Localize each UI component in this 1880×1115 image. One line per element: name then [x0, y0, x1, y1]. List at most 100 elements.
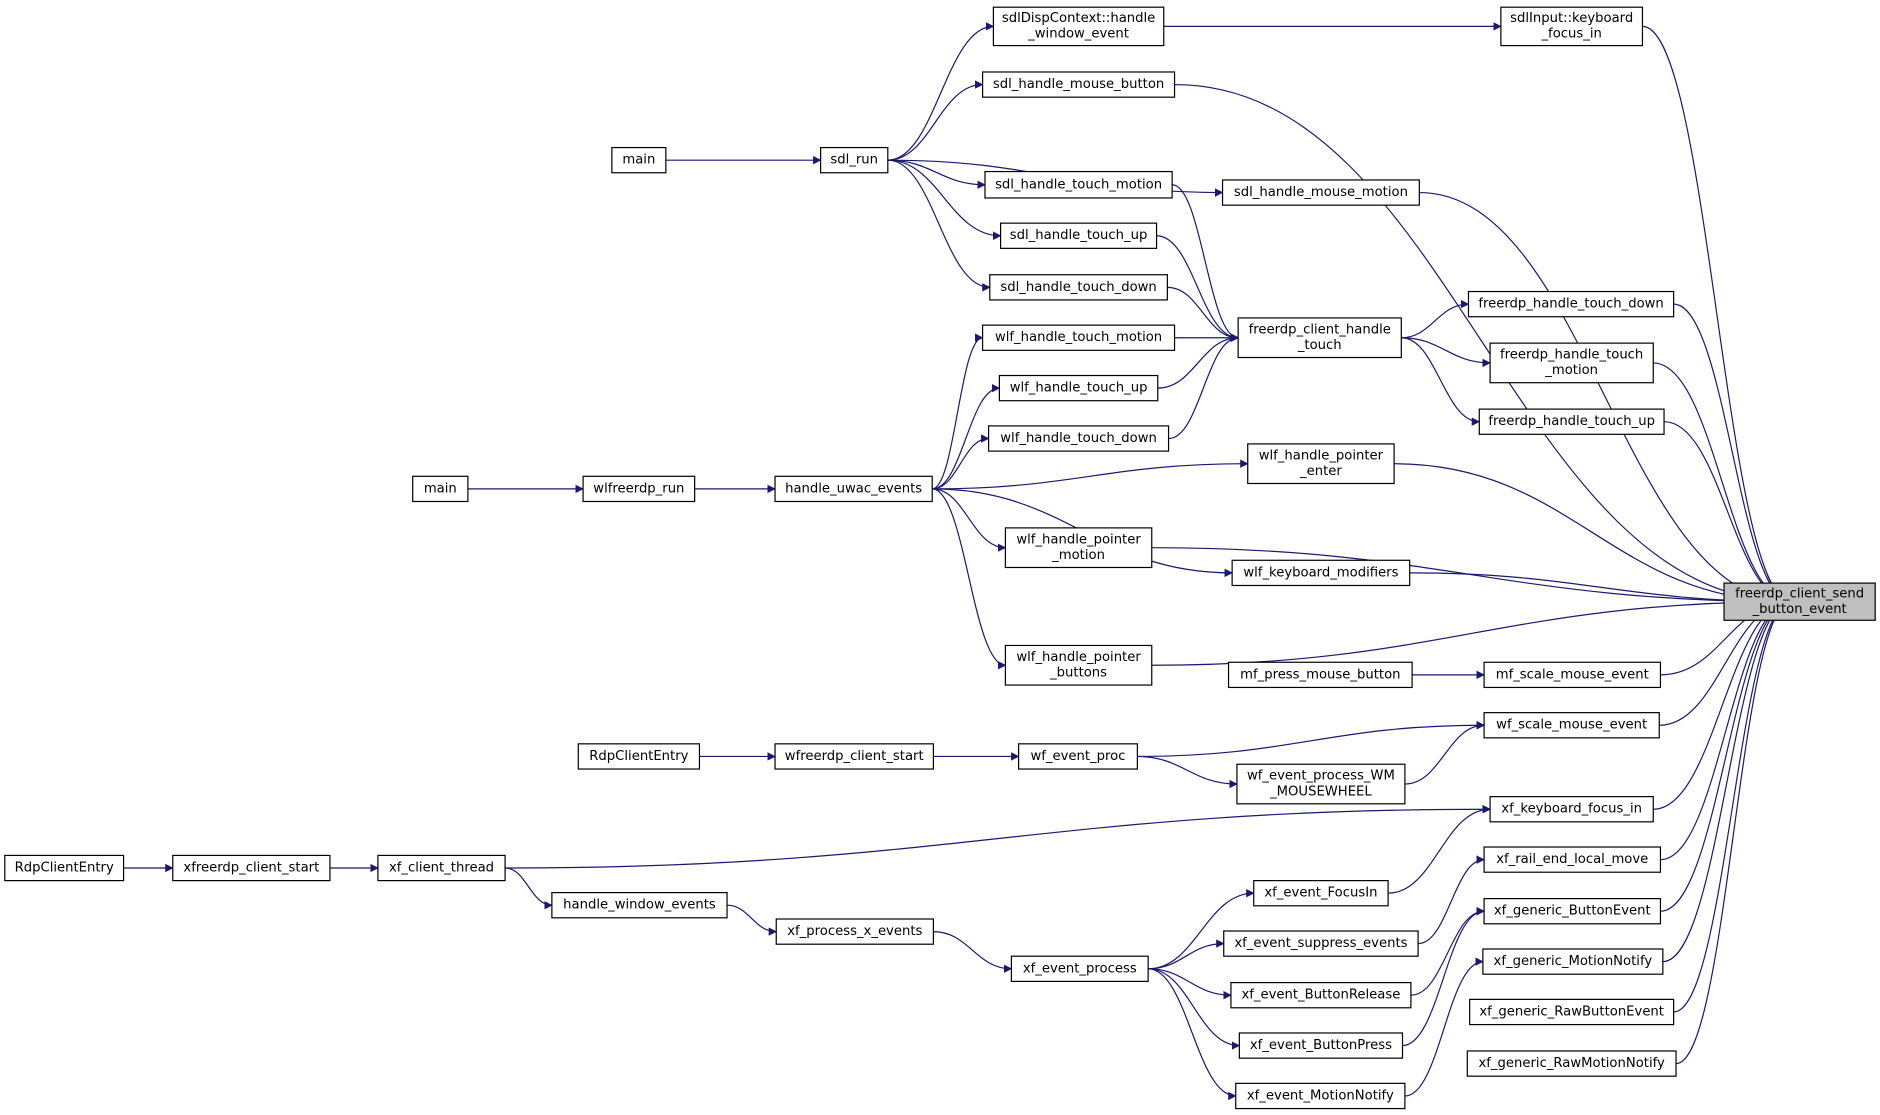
- node-rdp-entry-wf[interactable]: RdpClientEntry: [577, 743, 701, 770]
- node-fr-handle-touch[interactable]: freerdp_client_handle_touch: [1237, 317, 1402, 359]
- node-wlf-ptr-enter[interactable]: wlf_handle_pointer_enter: [1247, 443, 1395, 485]
- edge: [887, 159, 1002, 240]
- node-mf-scale[interactable]: mf_scale_mouse_event: [1483, 661, 1662, 689]
- node-target[interactable]: freerdp_client_send_button_event: [1723, 582, 1876, 621]
- node-xf-suppress[interactable]: xf_event_suppress_events: [1223, 930, 1419, 957]
- node-label: wf_event_proc: [1030, 749, 1125, 764]
- edge-sdl-touch-up-to-fr-handle-touch: [1156, 235, 1239, 342]
- edge: [1660, 597, 1793, 861]
- node-xf-generic-rawmotion[interactable]: xf_generic_RawMotionNotify: [1466, 1050, 1677, 1077]
- node-wlfreerdp-run[interactable]: wlfreerdp_run: [582, 475, 696, 503]
- node-xf-client-thread[interactable]: xf_client_thread: [377, 854, 506, 882]
- edge: [1664, 421, 1793, 606]
- edge: [932, 383, 1001, 490]
- node-label: sdl_handle_touch_motion: [995, 177, 1162, 192]
- node-fr-touch-motion[interactable]: freerdp_handle_touch_motion: [1489, 342, 1654, 384]
- node-box: [981, 324, 1176, 351]
- node-wlf-touch-motion[interactable]: wlf_handle_touch_motion: [981, 324, 1176, 351]
- node-sdl-touch-motion[interactable]: sdl_handle_touch_motion: [984, 170, 1173, 199]
- node-label: _enter: [1299, 464, 1342, 479]
- edge-wf-event-proc-to-wf-wheel: [1137, 755, 1238, 789]
- node-wlf-touch-up[interactable]: wlf_handle_touch_up: [998, 374, 1159, 402]
- node-wlf-ptr-motion[interactable]: wlf_handle_pointer_motion: [1004, 527, 1153, 569]
- node-fr-touch-down[interactable]: freerdp_handle_touch_down: [1467, 290, 1675, 318]
- node-xf-generic-btn[interactable]: xf_generic_ButtonEvent: [1483, 898, 1662, 925]
- node-handle-window-events[interactable]: handle_window_events: [551, 892, 728, 919]
- node-xf-generic-motion[interactable]: xf_generic_MotionNotify: [1482, 948, 1664, 975]
- node-xf-focusin[interactable]: xf_event_FocusIn: [1253, 880, 1389, 907]
- edge-xf-client-thread-to-handle-window-events: [505, 867, 553, 910]
- node-xf-btn-release[interactable]: xf_event_ButtonRelease: [1230, 981, 1412, 1009]
- node-label: main: [622, 153, 655, 168]
- node-label: xf_generic_RawButtonEvent: [1479, 1004, 1664, 1019]
- edge-handle-window-events-to-xf-process-x: [727, 904, 778, 936]
- edge-sdl-run-to-sdl-mouse-button: [887, 80, 984, 161]
- node-box: [1483, 846, 1662, 873]
- node-sdl-mouse-motion[interactable]: sdl_handle_mouse_motion: [1221, 179, 1420, 206]
- edge-handle-uwac-to-wlf-ptr-enter: [932, 459, 1249, 490]
- node-box: [1489, 342, 1654, 384]
- edge: [1402, 907, 1485, 1047]
- node-wf-wheel[interactable]: wf_event_process_WM_MOUSEWHEEL: [1236, 763, 1406, 805]
- edge: [887, 159, 991, 292]
- edge-handle-uwac-to-wlf-touch-up: [932, 383, 1001, 490]
- node-xf-motion-notify[interactable]: xf_event_MotionNotify: [1235, 1082, 1406, 1110]
- node-sdl-run[interactable]: sdl_run: [820, 146, 889, 174]
- node-xf-btn-press[interactable]: xf_event_ButtonPress: [1238, 1032, 1404, 1059]
- node-box: [984, 170, 1173, 199]
- edge-sdl-run-to-sdl-touch-up: [887, 159, 1002, 240]
- node-fr-touch-up[interactable]: freerdp_handle_touch_up: [1478, 408, 1665, 435]
- node-handle-uwac[interactable]: handle_uwac_events: [774, 475, 933, 503]
- node-xf-process-x[interactable]: xf_process_x_events: [775, 918, 935, 945]
- edge-sdl-run-to-sdl-touch-down: [887, 159, 991, 292]
- node-xf-generic-rawbtn[interactable]: xf_generic_RawButtonEvent: [1469, 998, 1675, 1026]
- edge-xf-generic-rawmotion-to-target: [1675, 597, 1793, 1065]
- node-rdp-entry-xf[interactable]: RdpClientEntry: [4, 854, 125, 882]
- node-box: [4, 854, 125, 882]
- node-label: _motion: [1544, 363, 1598, 378]
- node-label: wf_scale_mouse_event: [1496, 718, 1647, 733]
- node-wf-scale[interactable]: wf_scale_mouse_event: [1483, 712, 1660, 739]
- edge-xf-btn-press-to-xf-generic-btn: [1402, 907, 1485, 1047]
- node-main-sdl[interactable]: main: [611, 146, 667, 174]
- edge: [932, 434, 990, 490]
- edge-xf-generic-rawbtn-to-target: [1673, 597, 1793, 1013]
- node-sdl-mouse-button[interactable]: sdl_handle_mouse_button: [981, 71, 1176, 98]
- node-label: sdl_handle_mouse_button: [993, 77, 1164, 92]
- node-main-wlf[interactable]: main: [412, 475, 469, 503]
- node-xfreerdp-start[interactable]: xfreerdp_client_start: [172, 854, 331, 882]
- edge: [1148, 889, 1255, 970]
- node-mf-press[interactable]: mf_press_mouse_button: [1227, 661, 1413, 689]
- node-box: [1237, 317, 1402, 359]
- edge-sdl-run-to-sdldisp-winevent: [887, 22, 995, 161]
- node-layer: freerdp_client_send_button_event sdlInput…: [4, 6, 1876, 1110]
- edge-fr-touch-down-to-target: [1673, 303, 1793, 606]
- node-sdl-touch-up[interactable]: sdl_handle_touch_up: [999, 222, 1158, 249]
- node-wlf-touch-down[interactable]: wlf_handle_touch_down: [987, 425, 1170, 452]
- edge-wf-event-proc-to-wf-scale: [1137, 721, 1485, 758]
- node-sdl-touch-down[interactable]: sdl_handle_touch_down: [989, 274, 1168, 301]
- edge-xf-focusin-to-xf-kb-focus: [1388, 805, 1491, 894]
- node-sdldisp-winevent[interactable]: sdlDispContext::handle_window_event: [992, 6, 1165, 47]
- node-wfreerdp-start[interactable]: wfreerdp_client_start: [774, 743, 935, 770]
- node-xf-kb-focus[interactable]: xf_keyboard_focus_in: [1489, 796, 1654, 823]
- node-sdlinput-kbfocus[interactable]: sdlInput::keyboard_focus_in: [1500, 6, 1644, 47]
- node-box: [1223, 930, 1419, 957]
- node-label: wlf_handle_touch_motion: [995, 330, 1162, 345]
- edge: [932, 459, 1249, 490]
- node-box: [1010, 955, 1149, 982]
- node-xf-rail-end[interactable]: xf_rail_end_local_move: [1483, 846, 1662, 873]
- node-xf-event-process[interactable]: xf_event_process: [1010, 955, 1149, 982]
- edge-sdl-mouse-button-to-target: [1174, 83, 1793, 606]
- edge-fr-touch-motion-to-target: [1653, 362, 1793, 606]
- node-wlf-kb-mod[interactable]: wlf_keyboard_modifiers: [1231, 559, 1411, 587]
- node-wlf-ptr-buttons[interactable]: wlf_handle_pointer_buttons: [1004, 644, 1153, 686]
- edge: [1394, 463, 1793, 606]
- node-label: xf_keyboard_focus_in: [1501, 802, 1642, 817]
- node-wf-event-proc[interactable]: wf_event_proc: [1017, 743, 1138, 770]
- edge-xf-motion-notify-to-xf-generic-motion: [1404, 957, 1484, 1097]
- node-box: [377, 854, 506, 882]
- node-box: [1238, 1032, 1404, 1059]
- node-box: [992, 6, 1165, 47]
- edge: [1151, 597, 1793, 666]
